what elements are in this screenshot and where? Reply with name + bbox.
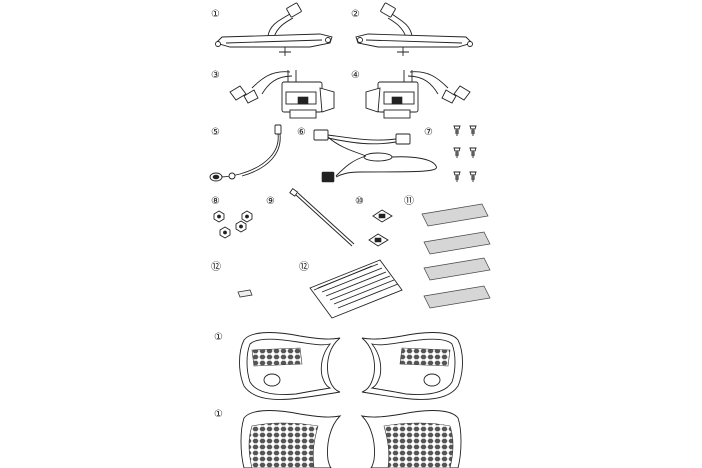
wiring-harness: [313, 129, 437, 183]
screw: [453, 125, 461, 136]
part-number-label: ⑥: [297, 127, 306, 138]
front-bezel-left-lower: [240, 410, 342, 468]
part-number-label: ⑪: [404, 195, 414, 207]
part-number-label: ⑤: [211, 127, 220, 138]
clip-nut: [235, 220, 247, 233]
part-number-label: ④: [351, 70, 360, 81]
screw: [453, 171, 461, 182]
instruction-booklet: [309, 259, 403, 319]
adhesive-sheet: [423, 231, 491, 255]
adhesive-mount: [368, 233, 389, 247]
front-bezel-left-upper: [239, 332, 341, 400]
front-bezel-right-upper: [361, 332, 463, 400]
adhesive-sheet: [423, 285, 491, 309]
clip-nut: [219, 226, 231, 239]
part-number-label: ⑫: [211, 261, 221, 273]
bracket-module-right: [365, 70, 471, 119]
small-label-sticker: [237, 289, 253, 298]
part-number-label: ⑦: [424, 127, 433, 138]
part-number-label: ⑫: [299, 261, 309, 273]
part-number-label: ③: [211, 70, 220, 81]
screw-set: [453, 125, 477, 182]
adhesive-mount: [372, 209, 393, 223]
led-lamp-left: [215, 2, 333, 56]
led-lamp-right: [355, 2, 473, 56]
part-number-label: ⑩: [355, 196, 364, 207]
screw: [469, 147, 477, 158]
front-bezel-right-lower: [360, 410, 462, 468]
clip-nut-set: [213, 210, 253, 239]
cable-tie: [289, 188, 355, 247]
part-number-label: ⑨: [266, 196, 275, 207]
part-number-label: ①: [211, 9, 220, 20]
clip-nut: [241, 210, 253, 223]
part-number-label: ①: [214, 409, 223, 420]
clip-nut: [213, 210, 225, 223]
screw: [469, 125, 477, 136]
screw: [469, 171, 477, 182]
adhesive-sheet: [423, 257, 491, 281]
adhesive-sheet: [421, 203, 489, 227]
screw: [453, 147, 461, 158]
part-number-label: ②: [351, 9, 360, 20]
part-number-label: ⑧: [211, 196, 220, 207]
grommet-wire: [209, 124, 282, 182]
adhesive-mount-set: [368, 209, 393, 247]
part-number-label: ①: [214, 332, 223, 343]
bracket-module-left: [229, 70, 335, 119]
adhesive-sheet-set: [421, 203, 491, 309]
